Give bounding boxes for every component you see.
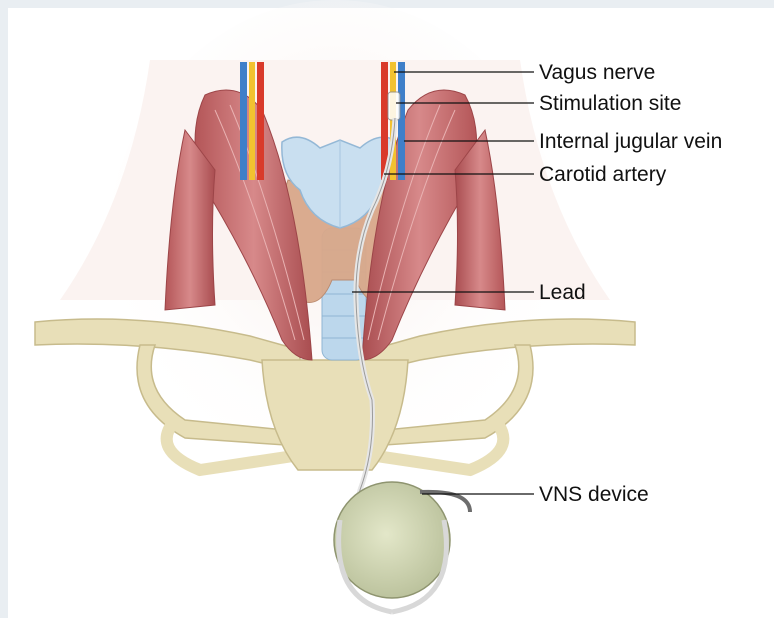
stimulation-electrode — [388, 92, 400, 120]
label-carotid-artery: Carotid artery — [539, 164, 666, 185]
label-lead: Lead — [539, 282, 586, 303]
left-vessels — [240, 62, 264, 180]
label-internal-jugular-vein: Internal jugular vein — [539, 131, 722, 152]
label-vagus-nerve: Vagus nerve — [539, 62, 655, 83]
label-vns-device: VNS device — [539, 484, 649, 505]
label-stimulation-site: Stimulation site — [539, 93, 681, 114]
vns-device — [334, 482, 470, 612]
